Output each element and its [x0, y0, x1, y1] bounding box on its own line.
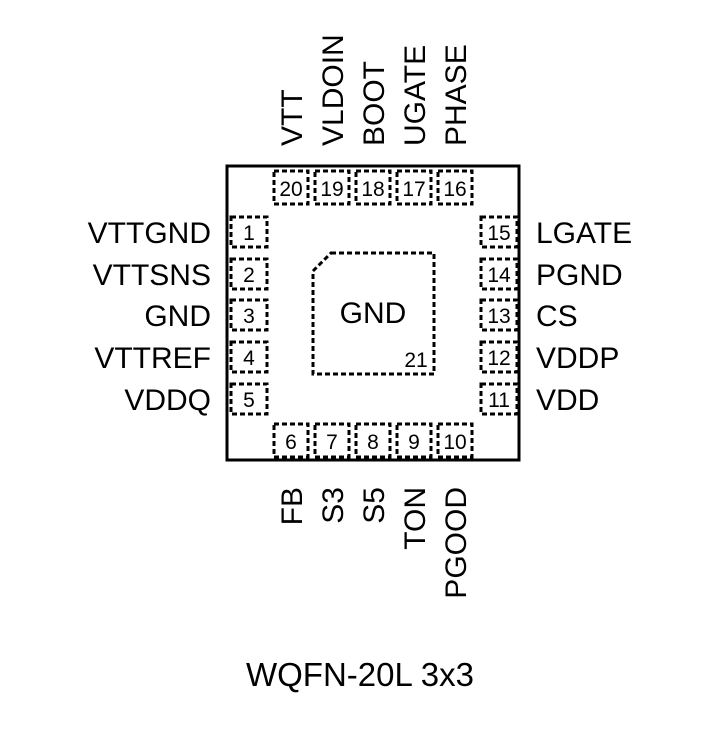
pin-19-pad — [313, 169, 351, 206]
pin-8-number: 8 — [367, 431, 379, 454]
pin-19-number: 19 — [320, 178, 343, 201]
pin-18-pad — [354, 169, 392, 206]
pin-18-label: BOOT — [358, 61, 391, 146]
pin-13-label: CS — [536, 300, 578, 333]
left-pin-group: 1 VTTGND 2 VTTSNS 3 GND 4 VTTREF 5 VDDQ — [88, 215, 269, 417]
bottom-pin-group: 6 FB 7 S3 8 S5 9 TON 10 PGOOD — [272, 422, 474, 599]
pin-4-label: VTTREF — [94, 342, 211, 375]
pin-3-pad — [229, 298, 269, 332]
package-name: WQFN-20L 3x3 — [246, 656, 474, 693]
pin-14-pad — [479, 257, 519, 291]
pin-11-label: VDD — [536, 384, 599, 417]
pin-6-pad — [272, 422, 310, 459]
pin-20-number: 20 — [279, 178, 302, 201]
pin-14-number: 14 — [487, 264, 511, 287]
pin-14-label: PGND — [536, 259, 623, 292]
pin-5-label: VDDQ — [124, 384, 211, 417]
pin-4-pad — [229, 340, 269, 374]
pin-3-label: GND — [144, 300, 211, 333]
pin-15-number: 15 — [487, 222, 510, 245]
pin-16-pad — [436, 169, 474, 206]
pin-17-label: UGATE — [399, 45, 432, 146]
pin-4-number: 4 — [243, 347, 255, 370]
pin-11-number: 11 — [488, 389, 510, 412]
pin-7-label: S3 — [317, 487, 350, 524]
pin-10-pad — [436, 422, 474, 459]
package-body — [225, 164, 521, 462]
pin-15-pad — [479, 215, 519, 249]
pin-11-pad — [479, 382, 519, 416]
pin-8-label: S5 — [358, 487, 391, 524]
pin-5-pad — [229, 382, 269, 416]
pin-12-number: 12 — [487, 347, 510, 370]
pin-9-pad — [395, 422, 433, 459]
pin-18-number: 18 — [361, 178, 384, 201]
pin-9-label: TON — [399, 487, 432, 550]
pin-2-pad — [229, 257, 269, 291]
exposed-pad-number: 21 — [404, 349, 427, 372]
pin-8-pad — [354, 422, 392, 459]
pin-6-number: 6 — [285, 431, 297, 454]
exposed-pad — [311, 251, 436, 376]
exposed-pad-label: GND — [340, 297, 407, 330]
pin-7-pad — [313, 422, 351, 459]
pin-2-number: 2 — [243, 264, 255, 287]
pin-2-label: VTTSNS — [93, 259, 211, 292]
pin-1-label: VTTGND — [88, 217, 211, 250]
pin-16-label: PHASE — [440, 44, 473, 146]
pin-20-pad — [272, 169, 310, 206]
right-pin-group: 15 LGATE 14 PGND 13 CS 12 VDDP 11 VDD — [479, 215, 632, 417]
pin-7-number: 7 — [326, 431, 338, 454]
pin-3-number: 3 — [243, 305, 255, 328]
pin-1-number: 1 — [243, 222, 255, 245]
pin-13-pad — [479, 298, 519, 332]
pin-10-number: 10 — [443, 431, 466, 454]
pin-15-label: LGATE — [536, 217, 632, 250]
pin-10-label: PGOOD — [440, 487, 473, 599]
pin-6-label: FB — [276, 487, 309, 525]
pin-1-pad — [229, 215, 269, 249]
pin-9-number: 9 — [408, 431, 420, 454]
pin-12-pad — [479, 340, 519, 374]
pin-13-number: 13 — [487, 305, 510, 328]
top-pin-group: 20 VTT 19 VLDOIN 18 BOOT 17 UGATE 16 PHA… — [272, 34, 474, 206]
pin-17-pad — [395, 169, 433, 206]
pin-17-number: 17 — [402, 178, 425, 201]
pin-12-label: VDDP — [536, 342, 619, 375]
pin-5-number: 5 — [243, 389, 255, 412]
pin-19-label: VLDOIN — [317, 34, 350, 146]
pin-16-number: 16 — [443, 178, 466, 201]
pin-20-label: VTT — [276, 89, 309, 146]
